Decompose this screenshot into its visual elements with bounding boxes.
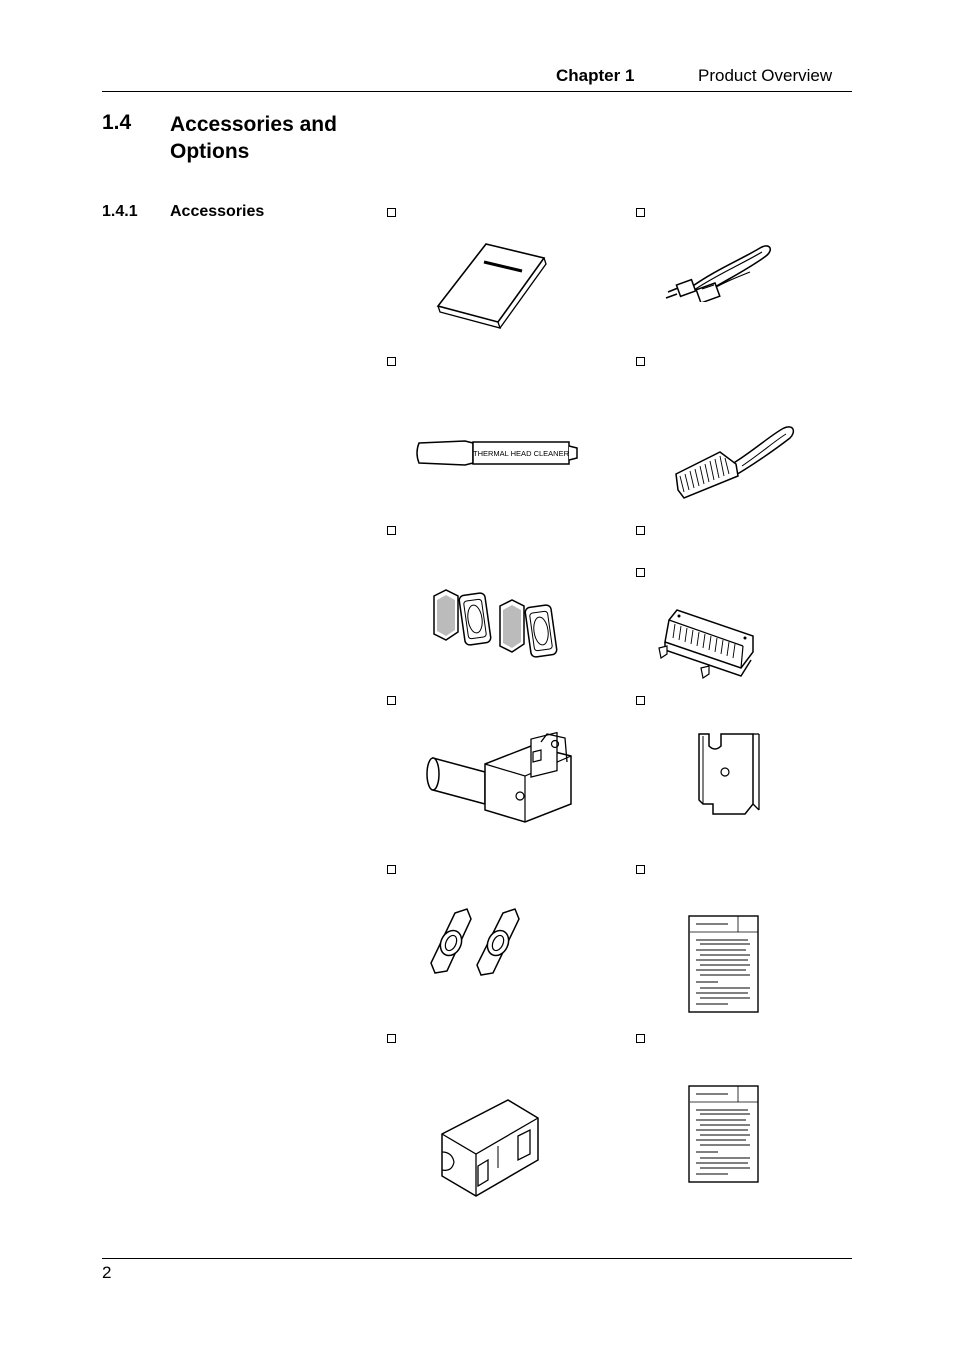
document-sheet-illustration (688, 915, 759, 1013)
section-title: Accessories and Options (170, 113, 337, 163)
header-title: Product Overview (698, 66, 833, 85)
cleaner-label: THERMAL HEAD CLEANER (473, 449, 570, 458)
subsection-title: Accessories (170, 203, 265, 220)
subsection-number: 1.4.1 (102, 203, 138, 220)
section-number: 1.4 (102, 111, 132, 134)
checkbox[interactable] (387, 526, 396, 535)
manual-booklet-illustration (436, 243, 547, 329)
page-number: 2 (102, 1263, 112, 1282)
ferrite-core-illustration (441, 1099, 539, 1197)
checkbox[interactable] (387, 357, 396, 366)
checkbox[interactable] (636, 865, 645, 874)
footer-rule (102, 1258, 852, 1259)
checkbox[interactable] (636, 568, 645, 577)
header-chapter: Chapter 1 (556, 66, 635, 85)
filter-covers-illustration (433, 589, 558, 658)
checkbox[interactable] (387, 865, 396, 874)
checkbox[interactable] (636, 357, 645, 366)
checkbox[interactable] (636, 208, 645, 217)
motor-unit-illustration (426, 732, 572, 823)
flange-bushings-illustration (430, 908, 520, 976)
cable-clamp-rail-illustration (658, 609, 754, 679)
checkbox[interactable] (387, 696, 396, 705)
power-cord-illustration (665, 245, 772, 302)
bracket-illustration (698, 733, 760, 815)
checkbox[interactable] (636, 1034, 645, 1043)
checkbox[interactable] (387, 208, 396, 217)
header-rule (102, 91, 852, 92)
document-sheet-illustration (688, 1085, 759, 1183)
checkbox[interactable] (636, 696, 645, 705)
thermal-head-cleaner-illustration: THERMAL HEAD CLEANER (416, 440, 578, 466)
checkbox[interactable] (387, 1034, 396, 1043)
checkbox[interactable] (636, 526, 645, 535)
cleaning-brush-illustration (675, 426, 795, 499)
